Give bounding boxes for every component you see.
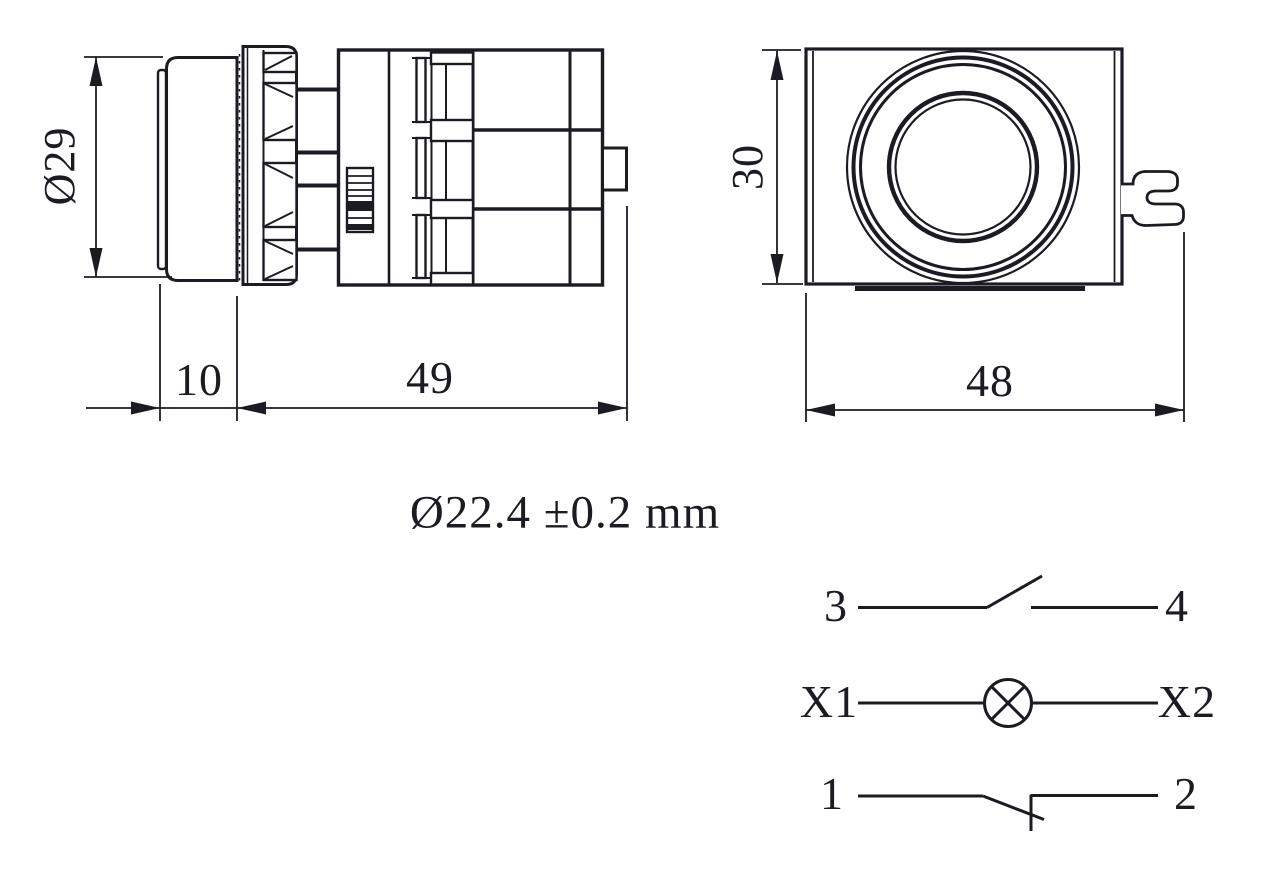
front-view [762, 47, 1185, 422]
side-terminal-lug [1121, 170, 1185, 227]
terminal-label-1: 1 [820, 768, 844, 819]
rear-terminal [601, 146, 628, 192]
arrow-left-icon [237, 401, 266, 415]
dim-label-48: 48 [966, 355, 1014, 406]
arrow-down-icon [89, 248, 103, 277]
dim-48 [805, 232, 1185, 422]
terminal-label-4: 4 [1165, 580, 1189, 631]
no-contact-symbol [858, 574, 1158, 609]
terminal-label-x1: X1 [799, 676, 859, 727]
lens-circles [845, 49, 1081, 285]
switch-body [336, 48, 628, 287]
arrow-up-icon [89, 57, 103, 86]
dim-label-49: 49 [406, 352, 454, 403]
slot-column [412, 56, 431, 280]
ribbed-element [345, 166, 375, 234]
dim-label-diameter-29: Ø29 [35, 126, 84, 206]
dim-label-30: 30 [723, 144, 772, 190]
dim-30 [762, 49, 803, 285]
circuit-diagram [858, 574, 1158, 831]
nc-contact-symbol [858, 794, 1158, 831]
arrow-right-icon [1155, 403, 1184, 417]
terminal-clamps [429, 51, 475, 286]
mounting-hole-note: Ø22.4 ±0.2 mm [409, 486, 721, 539]
button-lens-face [156, 68, 168, 271]
side-view [84, 45, 628, 421]
arrow-left-icon [806, 403, 835, 417]
dim-label-10: 10 [175, 354, 223, 405]
terminal-label-x2: X2 [1157, 676, 1217, 727]
dim-diameter-29 [84, 56, 172, 278]
arrow-right-icon [131, 401, 160, 415]
terminal-label-3: 3 [824, 580, 848, 631]
knurl-teeth [262, 51, 298, 282]
terminal-label-2: 2 [1174, 768, 1198, 819]
button-cap [165, 56, 239, 282]
arrow-up-icon [770, 51, 784, 80]
arrow-down-icon [770, 254, 784, 283]
connector-bars [296, 87, 340, 252]
arrow-right-icon [598, 401, 627, 415]
lamp-symbol [858, 678, 1158, 728]
bottom-tab [855, 286, 1085, 291]
dim-10-49 [86, 206, 628, 421]
bezel-ring [241, 45, 298, 286]
